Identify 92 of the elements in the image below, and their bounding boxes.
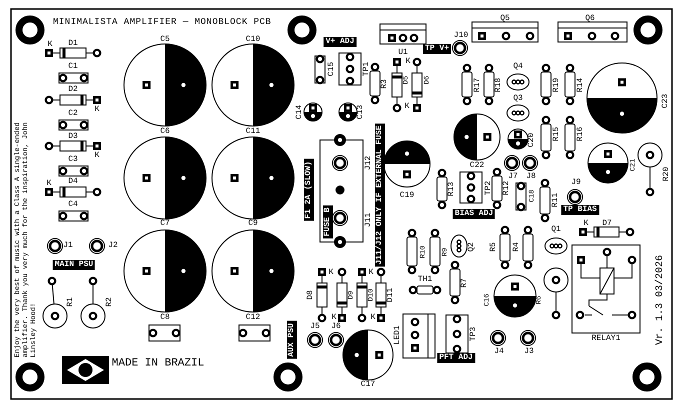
- part-label: C14: [296, 104, 304, 120]
- part-label: J8: [526, 173, 536, 181]
- part-label: C15: [328, 62, 336, 76]
- part-label: C12: [246, 314, 260, 322]
- board-title: MINIMALISTA AMPLIFIER — MONOBLOCK PCB: [53, 17, 272, 27]
- note-text: J11/J12 ONLY IF EXTERNAL FUSE: [375, 123, 385, 267]
- part-label: R17: [474, 78, 482, 92]
- part-label: R18: [495, 78, 503, 92]
- part-label: C19: [400, 192, 414, 200]
- part-label: J2: [108, 242, 118, 250]
- part-label: J10: [454, 32, 468, 40]
- part-label: R7: [461, 278, 469, 288]
- part-label: J5: [310, 323, 320, 331]
- part-label: R12: [503, 180, 511, 196]
- part-label: J3: [524, 348, 534, 356]
- part-label: R14: [577, 78, 585, 92]
- origin-text: MADE IN BRAZIL: [112, 358, 204, 370]
- part-label: R13: [448, 182, 456, 196]
- section-label: MAIN PSU: [52, 260, 96, 270]
- part-label: C7: [160, 220, 170, 228]
- part-label: Q2: [468, 242, 476, 252]
- part-label: TP3: [470, 326, 478, 342]
- part-label: C9: [248, 220, 258, 228]
- pin-mark: K: [48, 41, 52, 49]
- part-label: C23: [662, 94, 670, 108]
- section-label: BIAS ADJ: [452, 209, 496, 219]
- fuse-rating-label: F1 2A (SLOW): [304, 159, 314, 221]
- part-label: J12: [365, 156, 373, 170]
- part-label: R4: [513, 242, 521, 252]
- part-label: J1: [63, 242, 73, 250]
- pin-mark: K: [406, 58, 410, 66]
- part-label: TP1: [363, 62, 371, 76]
- section-label: TP BIAS: [561, 205, 599, 215]
- section-label: FUSE B: [323, 206, 333, 238]
- part-label: C10: [246, 36, 260, 44]
- section-label: AUX PSU: [287, 321, 297, 359]
- part-label: Q5: [500, 15, 510, 23]
- part-label: D8: [307, 290, 315, 300]
- part-label: R1: [67, 297, 75, 307]
- part-label: J7: [508, 173, 518, 181]
- part-label: J11: [365, 212, 373, 228]
- pin-mark: K: [404, 103, 410, 111]
- pin-mark: K: [94, 152, 100, 160]
- part-label: C3: [68, 156, 78, 164]
- part-label: R15: [553, 126, 561, 142]
- part-label: Q4: [513, 63, 523, 71]
- part-label: R19: [553, 78, 561, 92]
- section-label: TP V+: [423, 44, 451, 54]
- part-label: C4: [68, 201, 78, 209]
- part-label: J4: [494, 348, 504, 356]
- part-label: R3: [381, 79, 389, 89]
- part-label: C13: [357, 104, 365, 120]
- part-label: D11: [387, 288, 395, 302]
- part-label: D3: [68, 133, 78, 141]
- part-label: U1: [398, 49, 408, 57]
- part-label: C17: [360, 381, 376, 389]
- part-label: C5: [160, 36, 170, 44]
- pin-mark: K: [328, 269, 334, 277]
- part-label: C11: [246, 128, 260, 136]
- part-label: J9: [571, 179, 581, 187]
- section-label: V+ ADJ: [324, 37, 356, 47]
- part-label: R16: [577, 126, 585, 142]
- part-label: C6: [160, 128, 170, 136]
- part-label: C8: [160, 314, 170, 322]
- section-label: PFT ADJ: [437, 353, 475, 363]
- pin-mark: K: [46, 180, 52, 188]
- version-text: Vr. 1.3 03/2026: [656, 255, 666, 345]
- part-label: J6: [331, 323, 341, 331]
- part-label: C1: [68, 63, 78, 71]
- part-label: R5: [490, 242, 498, 252]
- part-label: Q6: [585, 15, 595, 23]
- part-label: D2: [68, 86, 78, 94]
- part-label: C20: [528, 132, 536, 148]
- pin-mark: K: [332, 314, 336, 322]
- part-label: Q1: [551, 226, 561, 234]
- pin-mark: K: [370, 314, 376, 322]
- part-label: Q3: [513, 95, 523, 103]
- part-label: C2: [68, 110, 78, 118]
- part-label: D7: [602, 220, 612, 228]
- part-label: D1: [68, 40, 78, 48]
- pin-mark: K: [94, 106, 100, 114]
- part-label: RELAY1: [592, 335, 620, 343]
- part-label: R20: [663, 166, 671, 182]
- pin-mark: K: [368, 269, 374, 277]
- part-label: C22: [470, 162, 484, 170]
- part-label: D4: [68, 178, 78, 186]
- part-label: TP2: [485, 180, 493, 196]
- part-label: R2: [106, 297, 114, 307]
- pin-mark: K: [584, 220, 588, 228]
- part-label: LED1: [394, 325, 402, 345]
- part-label: R11: [552, 192, 560, 208]
- part-label: TH1: [418, 276, 432, 284]
